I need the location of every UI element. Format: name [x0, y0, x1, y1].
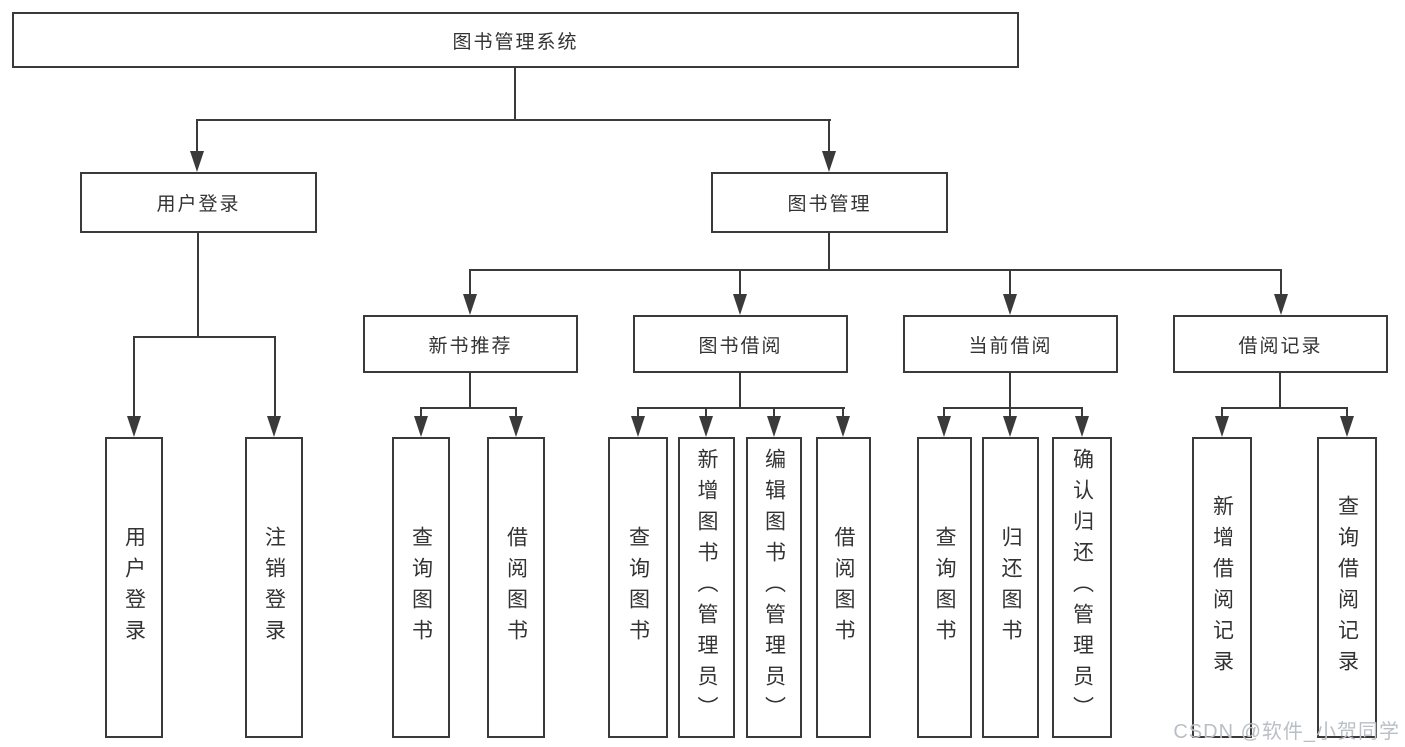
node-current-borrow: 当前借阅 — [903, 315, 1118, 373]
leaf-add-borrow-record: 新增借阅记录 — [1192, 437, 1252, 738]
node-book-management: 图书管理 — [711, 172, 948, 233]
leaf-confirm-return-admin: 确认归还（管理员） — [1052, 437, 1112, 738]
leaf-query-books-current: 查询图书 — [917, 437, 972, 738]
arrowhead-down-icon — [937, 416, 951, 437]
connector-userlogin-drop-2 — [274, 336, 276, 417]
connector-current-drop-1 — [943, 407, 945, 419]
arrowhead-down-icon — [127, 416, 141, 437]
node-user-login: 用户登录 — [80, 172, 317, 233]
connector-newbook-drop-2 — [515, 407, 517, 419]
connector-borrow-stem — [739, 373, 741, 409]
connector-root-rail — [196, 119, 831, 121]
connector-borrow-drop-3 — [773, 407, 775, 419]
connector-record-drop-1 — [1221, 407, 1223, 419]
connector-record-drop-2 — [1346, 407, 1348, 419]
arrowhead-down-icon — [1003, 294, 1017, 315]
leaf-query-books-borrow: 查询图书 — [608, 437, 668, 738]
arrowhead-down-icon — [1274, 294, 1288, 315]
connector-current-drop-3 — [1081, 407, 1083, 419]
leaf-logout: 注销登录 — [245, 437, 303, 738]
arrowhead-down-icon — [509, 416, 523, 437]
connector-record-stem — [1279, 373, 1281, 409]
arrowhead-down-icon — [1003, 416, 1017, 437]
arrowhead-down-icon — [1215, 416, 1229, 437]
leaf-edit-book-admin: 编辑图书（管理员） — [746, 437, 802, 738]
arrowhead-down-icon — [1340, 416, 1354, 437]
connector-borrow-drop-4 — [842, 407, 844, 419]
leaf-borrow-books-recommend: 借阅图书 — [487, 437, 545, 738]
node-borrow-record: 借阅记录 — [1173, 315, 1388, 373]
connector-borrow-drop-1 — [637, 407, 639, 419]
arrowhead-down-icon — [767, 416, 781, 437]
connector-newbook-stem — [469, 373, 471, 409]
watermark-text: CSDN @软件_小贺同学 — [1173, 721, 1400, 743]
node-new-book-recommend: 新书推荐 — [363, 315, 578, 373]
connector-userlogin-drop-1 — [133, 336, 135, 417]
connector-bookmgmt-drop-4 — [1280, 269, 1282, 295]
connector-userlogin-stem — [197, 233, 199, 338]
leaf-query-borrow-record: 查询借阅记录 — [1317, 437, 1377, 738]
arrowhead-down-icon — [463, 294, 477, 315]
connector-newbook-rail — [420, 407, 517, 409]
leaf-borrow-books: 借阅图书 — [816, 437, 871, 738]
arrowhead-down-icon — [267, 416, 281, 437]
node-library-management-system: 图书管理系统 — [12, 12, 1019, 68]
connector-root-drop-right — [828, 119, 830, 153]
connector-bookmgmt-drop-2 — [739, 269, 741, 295]
connector-borrow-drop-2 — [705, 407, 707, 419]
connector-record-rail — [1221, 407, 1348, 409]
arrowhead-down-icon — [822, 151, 836, 172]
connector-current-rail — [943, 407, 1083, 409]
connector-root-stem — [514, 68, 516, 121]
connector-bookmgmt-drop-1 — [469, 269, 471, 295]
connector-userlogin-rail — [133, 336, 276, 338]
arrowhead-down-icon — [414, 416, 428, 437]
connector-bookmgmt-stem — [828, 233, 830, 271]
connector-root-drop-left — [196, 119, 198, 153]
arrowhead-down-icon — [733, 294, 747, 315]
connector-current-stem — [1009, 373, 1011, 409]
arrowhead-down-icon — [1075, 416, 1089, 437]
leaf-return-book: 归还图书 — [982, 437, 1039, 738]
connector-bookmgmt-rail — [469, 269, 1282, 271]
connector-bookmgmt-drop-3 — [1009, 269, 1011, 295]
leaf-add-book-admin: 新增图书（管理员） — [678, 437, 735, 738]
node-book-borrow: 图书借阅 — [633, 315, 848, 373]
connector-current-drop-2 — [1009, 407, 1011, 419]
arrowhead-down-icon — [836, 416, 850, 437]
arrowhead-down-icon — [699, 416, 713, 437]
leaf-user-login: 用户登录 — [105, 437, 163, 738]
arrowhead-down-icon — [190, 151, 204, 172]
connector-newbook-drop-1 — [420, 407, 422, 419]
arrowhead-down-icon — [631, 416, 645, 437]
connector-borrow-rail — [637, 407, 845, 409]
leaf-query-books-recommend: 查询图书 — [392, 437, 450, 738]
